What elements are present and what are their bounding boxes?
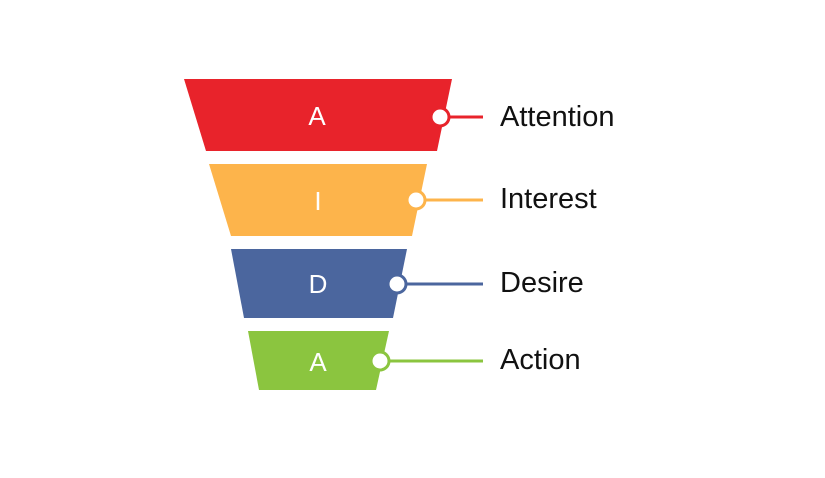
funnel-stage-action: A Action — [248, 331, 581, 390]
stage-letter-desire: D — [309, 269, 328, 299]
funnel-stage-desire: D Desire — [231, 249, 584, 318]
stage-label-action: Action — [500, 344, 581, 376]
funnel-stage-attention: A Attention — [184, 79, 614, 151]
funnel-band-action — [248, 331, 389, 390]
funnel-stage-interest: I Interest — [209, 164, 597, 236]
funnel-band-interest — [209, 164, 427, 236]
stage-label-desire: Desire — [500, 267, 584, 299]
connector-dot-desire — [386, 273, 408, 295]
stage-label-interest: Interest — [500, 183, 597, 215]
connector-dot-attention — [429, 106, 451, 128]
stage-letter-attention: A — [308, 101, 326, 131]
funnel-band-attention — [184, 79, 452, 151]
connector-dot-interest — [405, 189, 427, 211]
stage-letter-interest: I — [314, 186, 321, 216]
stage-label-attention: Attention — [500, 101, 614, 133]
stage-letter-action: A — [309, 347, 327, 377]
funnel-band-desire — [231, 249, 407, 318]
connector-dot-action — [369, 350, 391, 372]
